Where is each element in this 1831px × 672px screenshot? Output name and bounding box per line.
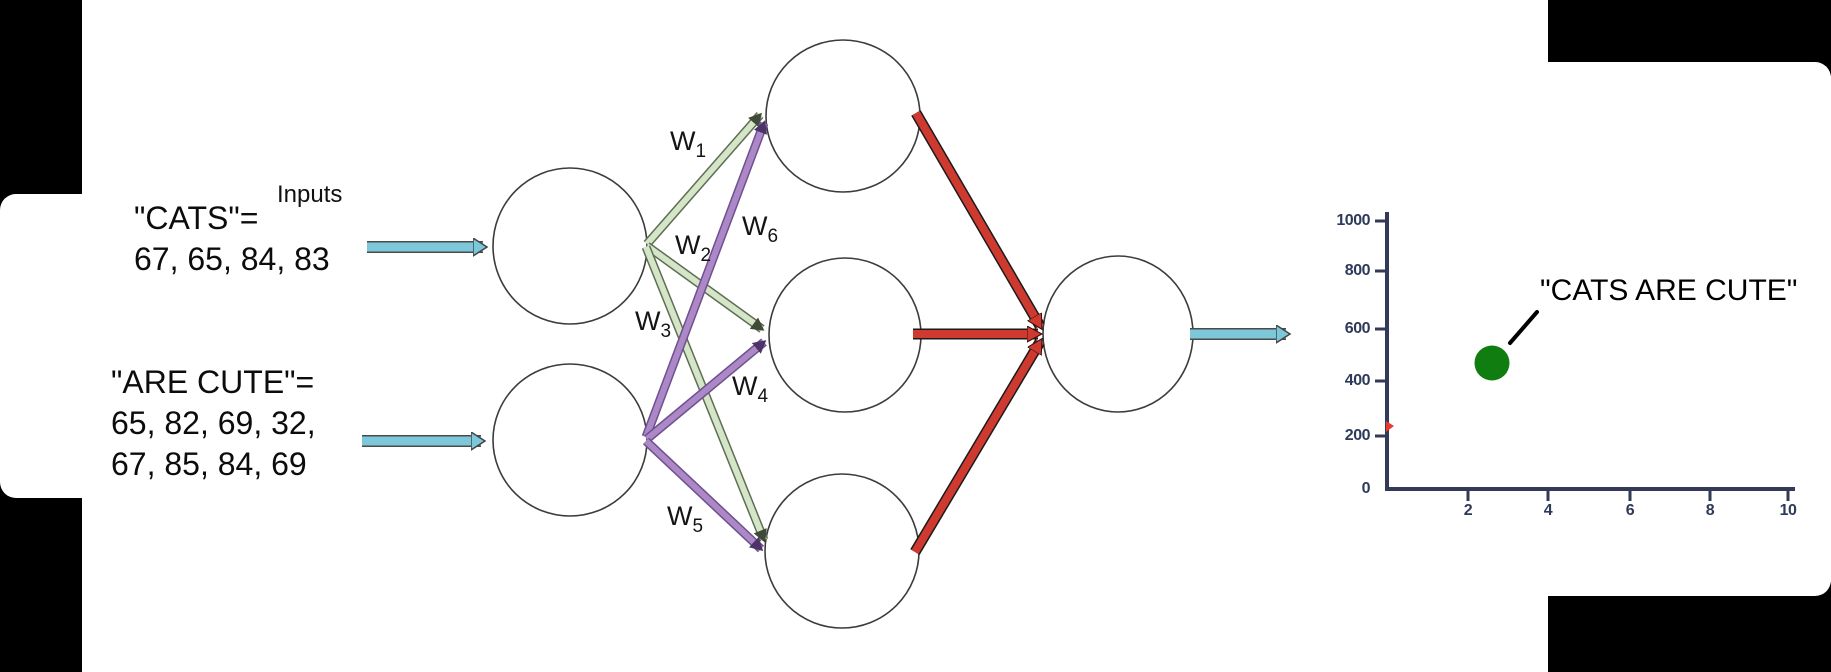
- chart-point-annotation: "CATS ARE CUTE": [1540, 274, 1798, 307]
- w2-base: W: [675, 230, 701, 260]
- x-tick-2: 2: [1463, 502, 1473, 519]
- black-mask-top-left: [0, 0, 82, 212]
- white-rounded-band-right: [1548, 62, 1831, 596]
- weight-label-w1: W1: [670, 128, 706, 165]
- input-text-cats-line1: "CATS"=: [134, 200, 259, 236]
- weight-label-w3: W3: [635, 308, 671, 345]
- chart-axes: [1375, 212, 1795, 501]
- input-text-are-cute: "ARE CUTE"= 65, 82, 69, 32, 67, 85, 84, …: [111, 362, 316, 485]
- w2-sub: 2: [700, 245, 712, 266]
- y-axis-ticks: [1375, 219, 1387, 438]
- x-tick-8: 8: [1705, 502, 1715, 519]
- black-mask-bottom-right: [1548, 582, 1831, 672]
- y-tick-400: 400: [1344, 372, 1371, 389]
- edge-w1-green: [644, 112, 763, 246]
- edge-w4-purple: [645, 339, 767, 442]
- w3-base: W: [635, 306, 661, 336]
- inputs-caption: Inputs: [277, 181, 343, 208]
- w4-sub: 4: [757, 386, 769, 407]
- y-tick-200: 200: [1344, 427, 1371, 444]
- edge-hidden1-output-red: [912, 110, 1044, 326]
- weight-label-w4: W4: [732, 373, 768, 410]
- w6-sub: 6: [767, 226, 779, 247]
- red-output-edges: [910, 110, 1045, 555]
- weight-label-w5: W5: [667, 503, 703, 540]
- hidden-node-2: [768, 257, 922, 413]
- w6-base: W: [742, 211, 768, 241]
- w5-sub: 5: [692, 516, 704, 537]
- x-axis-ticks: [1466, 489, 1790, 501]
- w4-base: W: [732, 371, 758, 401]
- annotation-callout-line: [1508, 310, 1539, 345]
- y-tick-1000: 1000: [1336, 212, 1370, 229]
- input-node-2: [492, 363, 648, 517]
- hidden-node-3: [764, 473, 920, 629]
- y-tick-600: 600: [1344, 320, 1371, 337]
- x-tick-6: 6: [1625, 502, 1635, 519]
- weight-label-w2: W2: [675, 232, 711, 269]
- cyan-io-arrows: [362, 247, 1286, 441]
- hidden-node-1: [765, 39, 921, 193]
- w1-sub: 1: [695, 141, 707, 162]
- y-tick-0: 0: [1361, 480, 1371, 497]
- input-text-are-cute-line2: 65, 82, 69, 32,: [111, 405, 316, 441]
- output-node: [1042, 255, 1194, 413]
- input-text-cats-line2: 67, 65, 84, 83: [134, 241, 330, 277]
- edge-w5-purple: [643, 438, 764, 552]
- w5-base: W: [667, 501, 693, 531]
- white-rounded-band-left: [0, 194, 130, 498]
- y-tick-800: 800: [1344, 262, 1371, 279]
- w3-sub: 3: [660, 321, 672, 342]
- edge-hidden3-output-red: [911, 342, 1044, 555]
- edge-w6-purple: [643, 120, 768, 439]
- purple-weight-edges: [641, 120, 769, 553]
- black-mask-bottom-left: [0, 482, 82, 672]
- green-data-point: [1474, 345, 1510, 381]
- input-text-are-cute-line3: 67, 85, 84, 69: [111, 446, 307, 482]
- x-tick-4: 4: [1543, 502, 1553, 519]
- weight-label-w6: W6: [742, 213, 778, 250]
- w1-base: W: [670, 126, 696, 156]
- x-tick-10: 10: [1779, 502, 1797, 519]
- input-node-1: [492, 167, 648, 325]
- input-text-are-cute-line1: "ARE CUTE"=: [111, 364, 315, 400]
- input-text-cats: "CATS"= 67, 65, 84, 83: [134, 198, 330, 280]
- tiny-red-axis-marker: [1386, 421, 1394, 432]
